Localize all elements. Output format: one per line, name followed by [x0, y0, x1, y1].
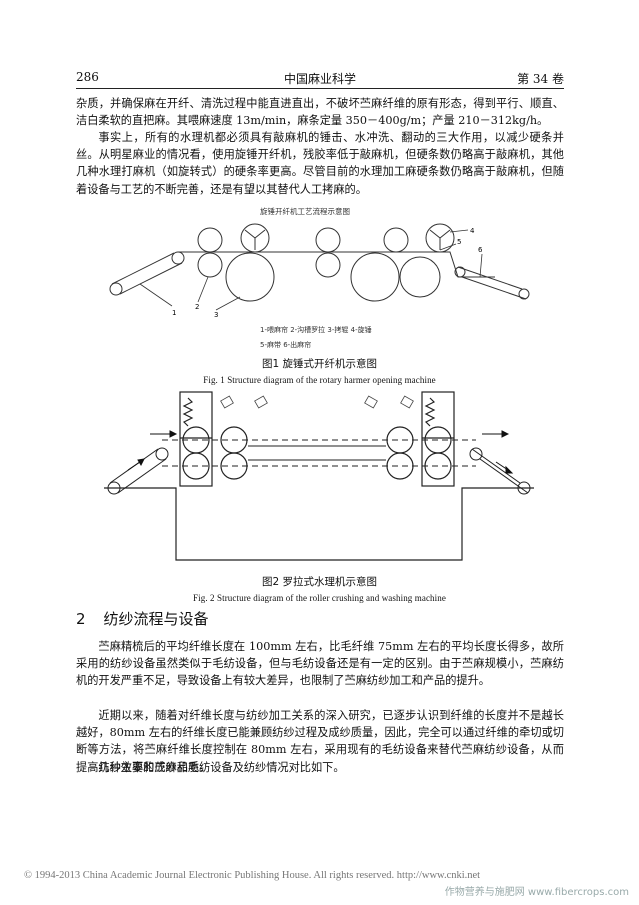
fiber-belt: [178, 251, 495, 278]
middle-rails: [248, 445, 386, 461]
figure-2-caption-en: Fig. 2 Structure diagram of the roller c…: [193, 593, 446, 603]
section-number: 2: [76, 610, 86, 628]
figure-2-caption-cn: 图2 罗拉式水理机示意图: [261, 576, 378, 588]
side-aprons: [107, 447, 531, 495]
figure-2-diagram: [104, 391, 534, 561]
figure-1-diagram: 旋锤开纤机工艺流程示意图: [109, 206, 530, 349]
volume-label: 第 34 卷: [517, 72, 564, 86]
paragraph-4: 近期以来，随着对纤维长度与纺纱加工关系的深入研究，已逐步认识到纤维的长度并不是越…: [76, 709, 564, 774]
callout-leaders: [139, 229, 483, 311]
flow-arrows: [127, 430, 514, 474]
header-rule: [76, 88, 564, 89]
callout-3: 3: [214, 311, 218, 319]
callout-2: 2: [195, 303, 199, 311]
section-heading: 2 纺纱流程与设备: [76, 608, 209, 629]
wash-tank: [104, 487, 534, 561]
callout-1: 1: [172, 309, 176, 317]
rotary-hammers: [240, 223, 455, 253]
figure-1-caption-en: Fig. 1 Structure diagram of the rotary h…: [203, 375, 436, 385]
figure-1-caption-cn: 图1 旋锤式开纤机示意图: [261, 358, 378, 370]
grooved-rollers-bottom: [197, 252, 341, 278]
left-roller-frame: [179, 391, 248, 487]
figure-1-legend-line-1: 1-喂麻帘 2-沟槽罗拉 3-拷辊 4-旋锤: [260, 325, 372, 334]
watermark: 作物营养与施肥网 www.fibercrops.com: [444, 887, 629, 898]
page-number: 286: [76, 70, 99, 84]
paragraph-5: 几种主要的苎麻和毛纺设备及纺纱情况对比如下。: [98, 761, 345, 774]
figure-1-inner-title: 旋锤开纤机工艺流程示意图: [260, 206, 350, 216]
copyright-footer: © 1994-2013 China Academic Journal Elect…: [24, 870, 481, 881]
feed-apron: [109, 251, 185, 296]
paragraph-2: 事实上，所有的水理机都必须具有敲麻机的锤击、水冲洗、翻动的三大作用，以减少硬条并…: [76, 131, 564, 196]
journal-title: 中国麻业科学: [283, 72, 356, 86]
running-header: 286 中国麻业科学 第 34 卷: [76, 70, 564, 86]
beater-rollers: [225, 252, 441, 302]
fiber-flow-dashed: [162, 439, 476, 467]
paragraph-3: 苎麻精梳后的平均纤维长度在 100mm 左右，比毛纤维 75mm 左右的平均长度…: [76, 640, 564, 688]
callout-6: 6: [478, 246, 483, 254]
paragraph-1: 杂质，并确保麻在开纤、清洗过程中能直进直出，不破坏苎麻纤维的原有形态，得到平行、…: [76, 97, 564, 128]
output-apron: [454, 266, 530, 300]
right-roller-frame: [386, 391, 455, 487]
section-title: 纺纱流程与设备: [103, 610, 209, 628]
figure-1-legend-line-2: 5-麻带 6-出麻帘: [260, 340, 311, 349]
callout-4: 4: [470, 227, 475, 235]
grooved-rollers-top: [197, 227, 409, 253]
spray-nozzles: [220, 395, 414, 409]
callout-5: 5: [457, 238, 461, 246]
